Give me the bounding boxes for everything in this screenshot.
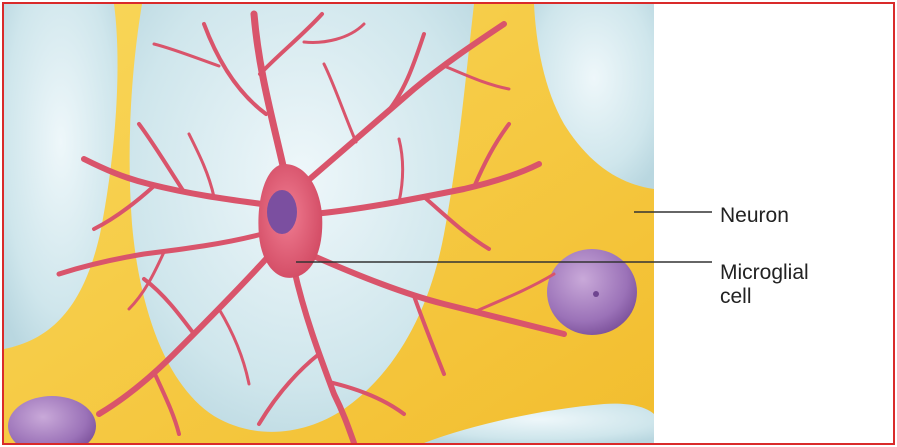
neuron-nucleolus [593,291,599,297]
microglial-label-line2: cell [720,285,880,309]
microglial-label-line1: Microglial [720,261,880,285]
microglia-nucleus [267,190,297,234]
neuron-label: Neuron [720,204,789,228]
microglial-cell-label: Microglial cell [720,261,880,309]
